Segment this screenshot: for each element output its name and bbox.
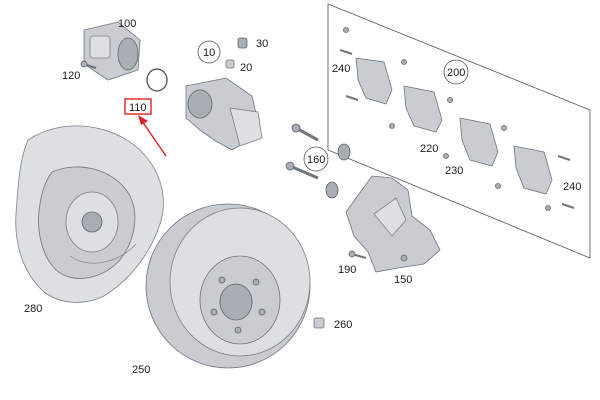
label-240-bottom[interactable]: 240 — [563, 181, 581, 193]
label-280[interactable]: 280 — [24, 303, 42, 315]
pad-screw-part[interactable] — [339, 49, 575, 209]
pad-kit-frame — [327, 3, 591, 259]
label-230[interactable]: 230 — [445, 165, 463, 177]
label-160-circle — [303, 146, 329, 172]
carrier-bolt-part[interactable] — [348, 250, 367, 259]
label-150[interactable]: 150 — [394, 274, 412, 286]
pad-clip-part[interactable] — [343, 27, 551, 211]
dust-shield-part[interactable] — [15, 125, 164, 303]
highlight-arrowhead — [138, 115, 148, 125]
highlight-arrow — [141, 120, 167, 157]
dust-cap-part[interactable] — [225, 59, 235, 69]
label-110-highlight-box — [124, 98, 152, 115]
parking-brake-motor-part[interactable] — [83, 21, 141, 81]
label-110[interactable]: 110 — [129, 102, 147, 114]
label-250[interactable]: 250 — [132, 364, 150, 376]
label-100[interactable]: 100 — [118, 18, 136, 30]
label-160[interactable]: 160 — [307, 154, 325, 166]
label-190[interactable]: 190 — [338, 264, 356, 276]
guide-bolt-part[interactable] — [285, 123, 351, 199]
label-20[interactable]: 20 — [240, 62, 252, 74]
brake-disc-part[interactable] — [145, 203, 311, 369]
o-ring-part[interactable] — [146, 68, 168, 92]
label-220[interactable]: 220 — [420, 143, 438, 155]
label-120[interactable]: 120 — [62, 70, 80, 82]
label-200-circle — [443, 59, 469, 85]
caliper-housing-part[interactable] — [185, 77, 263, 151]
motor-screw-part[interactable] — [80, 60, 97, 69]
brake-pad-part[interactable] — [355, 57, 553, 195]
caliper-carrier-part[interactable] — [345, 175, 441, 273]
bleeder-screw-part[interactable] — [237, 37, 248, 49]
label-240-top[interactable]: 240 — [332, 63, 350, 75]
label-10[interactable]: 10 — [203, 47, 215, 59]
label-10-circle — [197, 40, 221, 64]
label-200[interactable]: 200 — [447, 67, 465, 79]
label-260[interactable]: 260 — [334, 319, 352, 331]
wheel-bolt-part[interactable] — [313, 317, 325, 329]
label-30[interactable]: 30 — [256, 38, 268, 50]
